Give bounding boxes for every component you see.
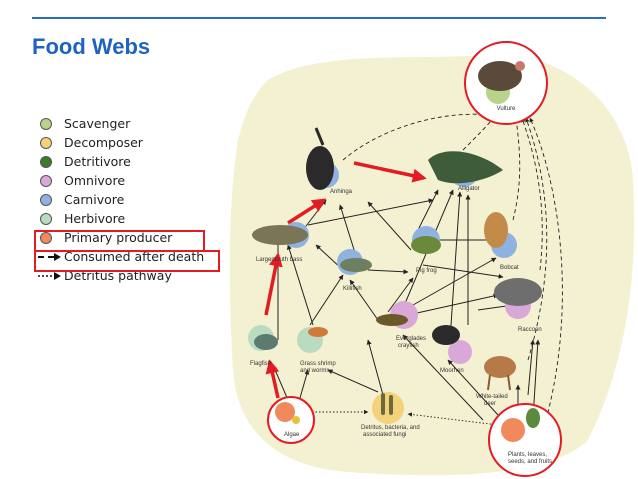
label-everglades-crayfish-2: crayfish xyxy=(398,343,419,349)
crayfish-icon xyxy=(376,314,408,326)
legend-label: Carnivore xyxy=(64,192,125,207)
label-moorhen: Moorhen xyxy=(440,368,464,374)
legend-item-decomposer: Decomposer xyxy=(34,134,228,152)
alligator-icon xyxy=(428,151,503,184)
label-killifish: Killifish xyxy=(343,286,362,292)
legend-label: Decomposer xyxy=(64,135,143,150)
label-detritus-2: associated fungi xyxy=(363,432,406,438)
herbivore-dot-icon xyxy=(38,212,60,226)
moorhen-icon xyxy=(432,325,460,345)
legend-label: Scavenger xyxy=(64,116,131,131)
carnivore-dot-icon xyxy=(38,193,60,207)
dotted-arrow-icon xyxy=(38,269,61,283)
label-flagfish: Flagfish xyxy=(250,361,271,367)
pig-frog-icon xyxy=(411,236,441,254)
plants-icon xyxy=(501,418,525,442)
legend-item-primary-producer: Primary producer xyxy=(34,229,228,247)
legend-item-carnivore: Carnivore xyxy=(34,191,228,209)
node-largemouth-bass: Largemouth bass xyxy=(252,222,309,263)
label-detritus-1: Detritus, bacteria, and xyxy=(361,425,420,431)
label-largemouth-bass: Largemouth bass xyxy=(256,257,302,263)
node-pig-frog: Pig frog xyxy=(411,226,441,274)
primary-producer-dot-icon xyxy=(38,231,60,245)
node-moorhen: Moorhen xyxy=(432,325,472,374)
node-anhinga: Anhinga xyxy=(306,127,353,195)
node-killifish: Killifish xyxy=(337,249,372,292)
node-white-tailed-deer: White-tailed deer xyxy=(476,356,516,407)
node-bobcat: Bobcat xyxy=(484,212,519,271)
deer-icon xyxy=(484,356,516,378)
omnivore-dot-icon xyxy=(38,174,60,188)
node-flagfish: Flagfish xyxy=(248,325,278,367)
raccoon-icon xyxy=(494,278,542,306)
legend-label: Herbivore xyxy=(64,211,126,226)
node-vulture: Vulture xyxy=(464,41,548,125)
scavenger-dot-icon xyxy=(38,117,60,131)
legend-label: Detritivore xyxy=(64,154,131,169)
flagfish-icon xyxy=(254,334,278,350)
label-everglades-crayfish-1: Everglades xyxy=(396,336,426,342)
node-alligator: Alligator xyxy=(428,151,503,192)
label-algae: Algae xyxy=(284,432,300,438)
label-pig-frog: Pig frog xyxy=(416,268,437,274)
label-plants-2: seeds, and fruits xyxy=(508,459,552,465)
largemouth-bass-icon xyxy=(252,225,308,245)
legend-item-detritivore: Detritivore xyxy=(34,153,228,171)
label-grass-shrimp-1: Grass shrimp xyxy=(300,361,336,367)
food-web-diagram: Vulture Anhinga Alligator Largemouth bas… xyxy=(229,41,635,477)
legend-item-consumed-after-death: Consumed after death xyxy=(34,248,228,266)
legend-item-omnivore: Omnivore xyxy=(34,172,228,190)
label-grass-shrimp-2: and worms xyxy=(300,368,329,374)
label-bobcat: Bobcat xyxy=(500,265,519,271)
legend: Scavenger Decomposer Detritivore Omnivor… xyxy=(34,115,228,291)
node-algae: Algae xyxy=(267,396,315,444)
label-anhinga: Anhinga xyxy=(330,189,353,195)
node-everglades-crayfish: Everglades crayfish xyxy=(376,301,426,349)
bobcat-icon xyxy=(484,212,508,248)
header-rule xyxy=(32,17,606,19)
node-grass-shrimp: Grass shrimp and worms xyxy=(297,327,336,374)
decomposer-dot-icon xyxy=(38,136,60,150)
highlight-box-primary-producer xyxy=(34,230,205,252)
highlight-box-consumed-after-death xyxy=(34,250,220,272)
shrimp-icon xyxy=(308,327,328,337)
node-plants: Plants, leaves, seeds, and fruits xyxy=(488,403,562,477)
vulture-icon xyxy=(478,61,522,91)
label-white-tailed-deer-1: White-tailed xyxy=(476,394,508,400)
legend-item-herbivore: Herbivore xyxy=(34,210,228,228)
legend-label: Omnivore xyxy=(64,173,126,188)
label-vulture: Vulture xyxy=(497,106,516,112)
label-plants-1: Plants, leaves, xyxy=(508,452,547,458)
label-white-tailed-deer-2: deer xyxy=(484,401,496,407)
killifish-icon xyxy=(340,258,372,272)
highlight-arrows xyxy=(264,161,427,399)
algae-icon xyxy=(275,402,295,422)
node-detritus: Detritus, bacteria, and associated fungi xyxy=(361,392,420,438)
legend-item-scavenger: Scavenger xyxy=(34,115,228,133)
legend-label: Consumed after death xyxy=(64,249,205,264)
label-raccoon: Raccoon xyxy=(518,327,542,333)
detritus-icon xyxy=(381,393,385,415)
legend-label: Primary producer xyxy=(64,230,173,245)
page-title: Food Webs xyxy=(32,34,151,59)
label-alligator: Alligator xyxy=(458,186,480,192)
anhinga-icon xyxy=(306,146,334,190)
dashed-arrow-icon xyxy=(38,250,61,264)
node-raccoon: Raccoon xyxy=(494,278,542,333)
detritivore-dot-icon xyxy=(38,155,60,169)
